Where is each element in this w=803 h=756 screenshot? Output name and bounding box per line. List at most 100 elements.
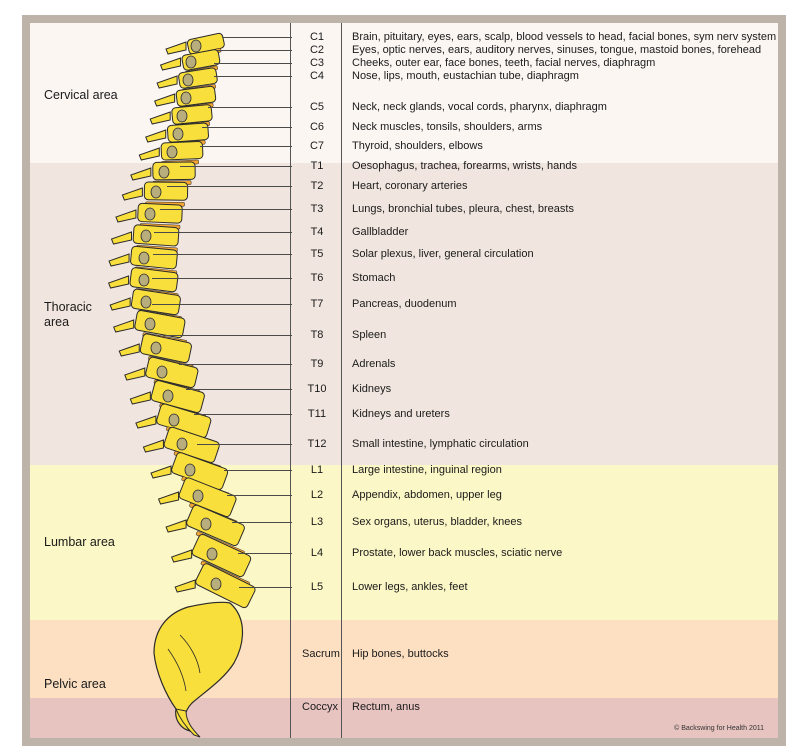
- articular-process: [182, 73, 194, 87]
- leader-line: [227, 495, 292, 496]
- articular-process: [166, 145, 178, 159]
- segment-label: L2: [310, 489, 324, 501]
- spinous-process: [121, 187, 143, 201]
- segment-label: C3: [309, 57, 325, 69]
- segment-description: Eyes, optic nerves, ears, auditory nerve…: [352, 44, 762, 56]
- segment-description: Stomach: [352, 272, 396, 284]
- spinous-process: [130, 167, 152, 181]
- spinous-process: [138, 147, 160, 161]
- articular-process: [150, 341, 162, 355]
- leader-line: [208, 107, 292, 108]
- row-l4: L4 Prostate, lower back muscles, sciatic …: [30, 546, 778, 560]
- vertebra: [186, 504, 245, 547]
- segment-label: C6: [309, 121, 325, 133]
- segment-description: Spleen: [352, 329, 387, 341]
- row-t6: T6 Stomach: [30, 271, 778, 285]
- articular-process: [180, 91, 192, 105]
- segment-label: L4: [310, 547, 324, 559]
- spinous-process: [124, 367, 146, 381]
- sacral-ridge: [167, 648, 187, 692]
- segment-label: T1: [310, 160, 324, 172]
- articular-process: [162, 389, 174, 403]
- segment-description: Large intestine, inguinal region: [352, 464, 502, 476]
- articular-process: [172, 127, 184, 141]
- band-coccyx: [30, 698, 778, 738]
- spinous-process: [115, 209, 137, 223]
- segment-label: T10: [307, 383, 327, 395]
- segment-description: Appendix, abdomen, upper leg: [352, 489, 502, 501]
- coccyx-shape: [175, 708, 201, 738]
- articular-process: [158, 165, 170, 179]
- articular-process: [150, 185, 162, 199]
- region-label-pelvic: Pelvic area: [44, 677, 106, 691]
- spinous-process: [174, 579, 196, 593]
- segment-description: Prostate, lower back muscles, sciatic ne…: [352, 547, 563, 559]
- segment-description: Gallbladder: [352, 226, 409, 238]
- segment-label: T5: [310, 248, 324, 260]
- segment-description: Solar plexus, liver, general circulation: [352, 248, 534, 260]
- segment-description: Hip bones, buttocks: [352, 648, 449, 660]
- segment-label: L5: [310, 581, 324, 593]
- spinous-process: [153, 93, 176, 107]
- articular-process: [210, 577, 222, 591]
- segment-description: Lower legs, ankles, feet: [352, 581, 468, 593]
- spinous-process: [129, 391, 151, 405]
- segment-label: T8: [310, 329, 324, 341]
- leader-line: [197, 444, 292, 445]
- segment-description: Neck muscles, tonsils, shoulders, arms: [352, 121, 543, 133]
- segment-label: Coccyx: [302, 701, 339, 713]
- segment-label: T7: [310, 298, 324, 310]
- figure-frame: Cervical area Thoracic area Lumbar area …: [22, 15, 786, 746]
- leader-line: [224, 470, 292, 471]
- segment-label: T6: [310, 272, 324, 284]
- leader-line: [167, 186, 292, 187]
- row-t11: T11 Kidneys and ureters: [30, 407, 778, 421]
- articular-process: [140, 229, 152, 243]
- segment-label: T12: [307, 438, 327, 450]
- leader-line: [153, 254, 292, 255]
- segment-description: Heart, coronary arteries: [352, 180, 468, 192]
- leader-line: [222, 37, 292, 38]
- spinous-process: [145, 129, 167, 143]
- spinous-process: [165, 41, 187, 55]
- leader-line: [200, 146, 292, 147]
- segment-label: T11: [307, 408, 327, 420]
- leader-line: [152, 278, 292, 279]
- spinous-process: [170, 549, 193, 563]
- segment-label: C1: [309, 31, 325, 43]
- vertebra: [191, 533, 252, 578]
- segment-label: C5: [309, 101, 325, 113]
- leader-line: [239, 587, 292, 588]
- spinous-process: [113, 319, 135, 333]
- row-l2: L2 Appendix, abdomen, upper leg: [30, 488, 778, 502]
- vertebra: [139, 333, 192, 364]
- leader-line: [214, 63, 292, 64]
- sacrum-shape: [153, 601, 243, 733]
- segment-description: Kidneys and ureters: [352, 408, 450, 420]
- segment-description: Adrenals: [352, 358, 396, 370]
- row-l5: L5 Lower legs, ankles, feet: [30, 580, 778, 594]
- articular-process: [185, 55, 197, 69]
- leader-line: [214, 76, 292, 77]
- band-lumbar: [30, 465, 778, 620]
- vertebra: [195, 563, 256, 609]
- spinous-process: [149, 111, 171, 125]
- segment-label: C4: [309, 70, 325, 82]
- column-divider-left: [290, 23, 291, 738]
- segment-label: T3: [310, 203, 324, 215]
- vertebra: [145, 356, 199, 389]
- segment-description: Thyroid, shoulders, elbows: [352, 140, 483, 152]
